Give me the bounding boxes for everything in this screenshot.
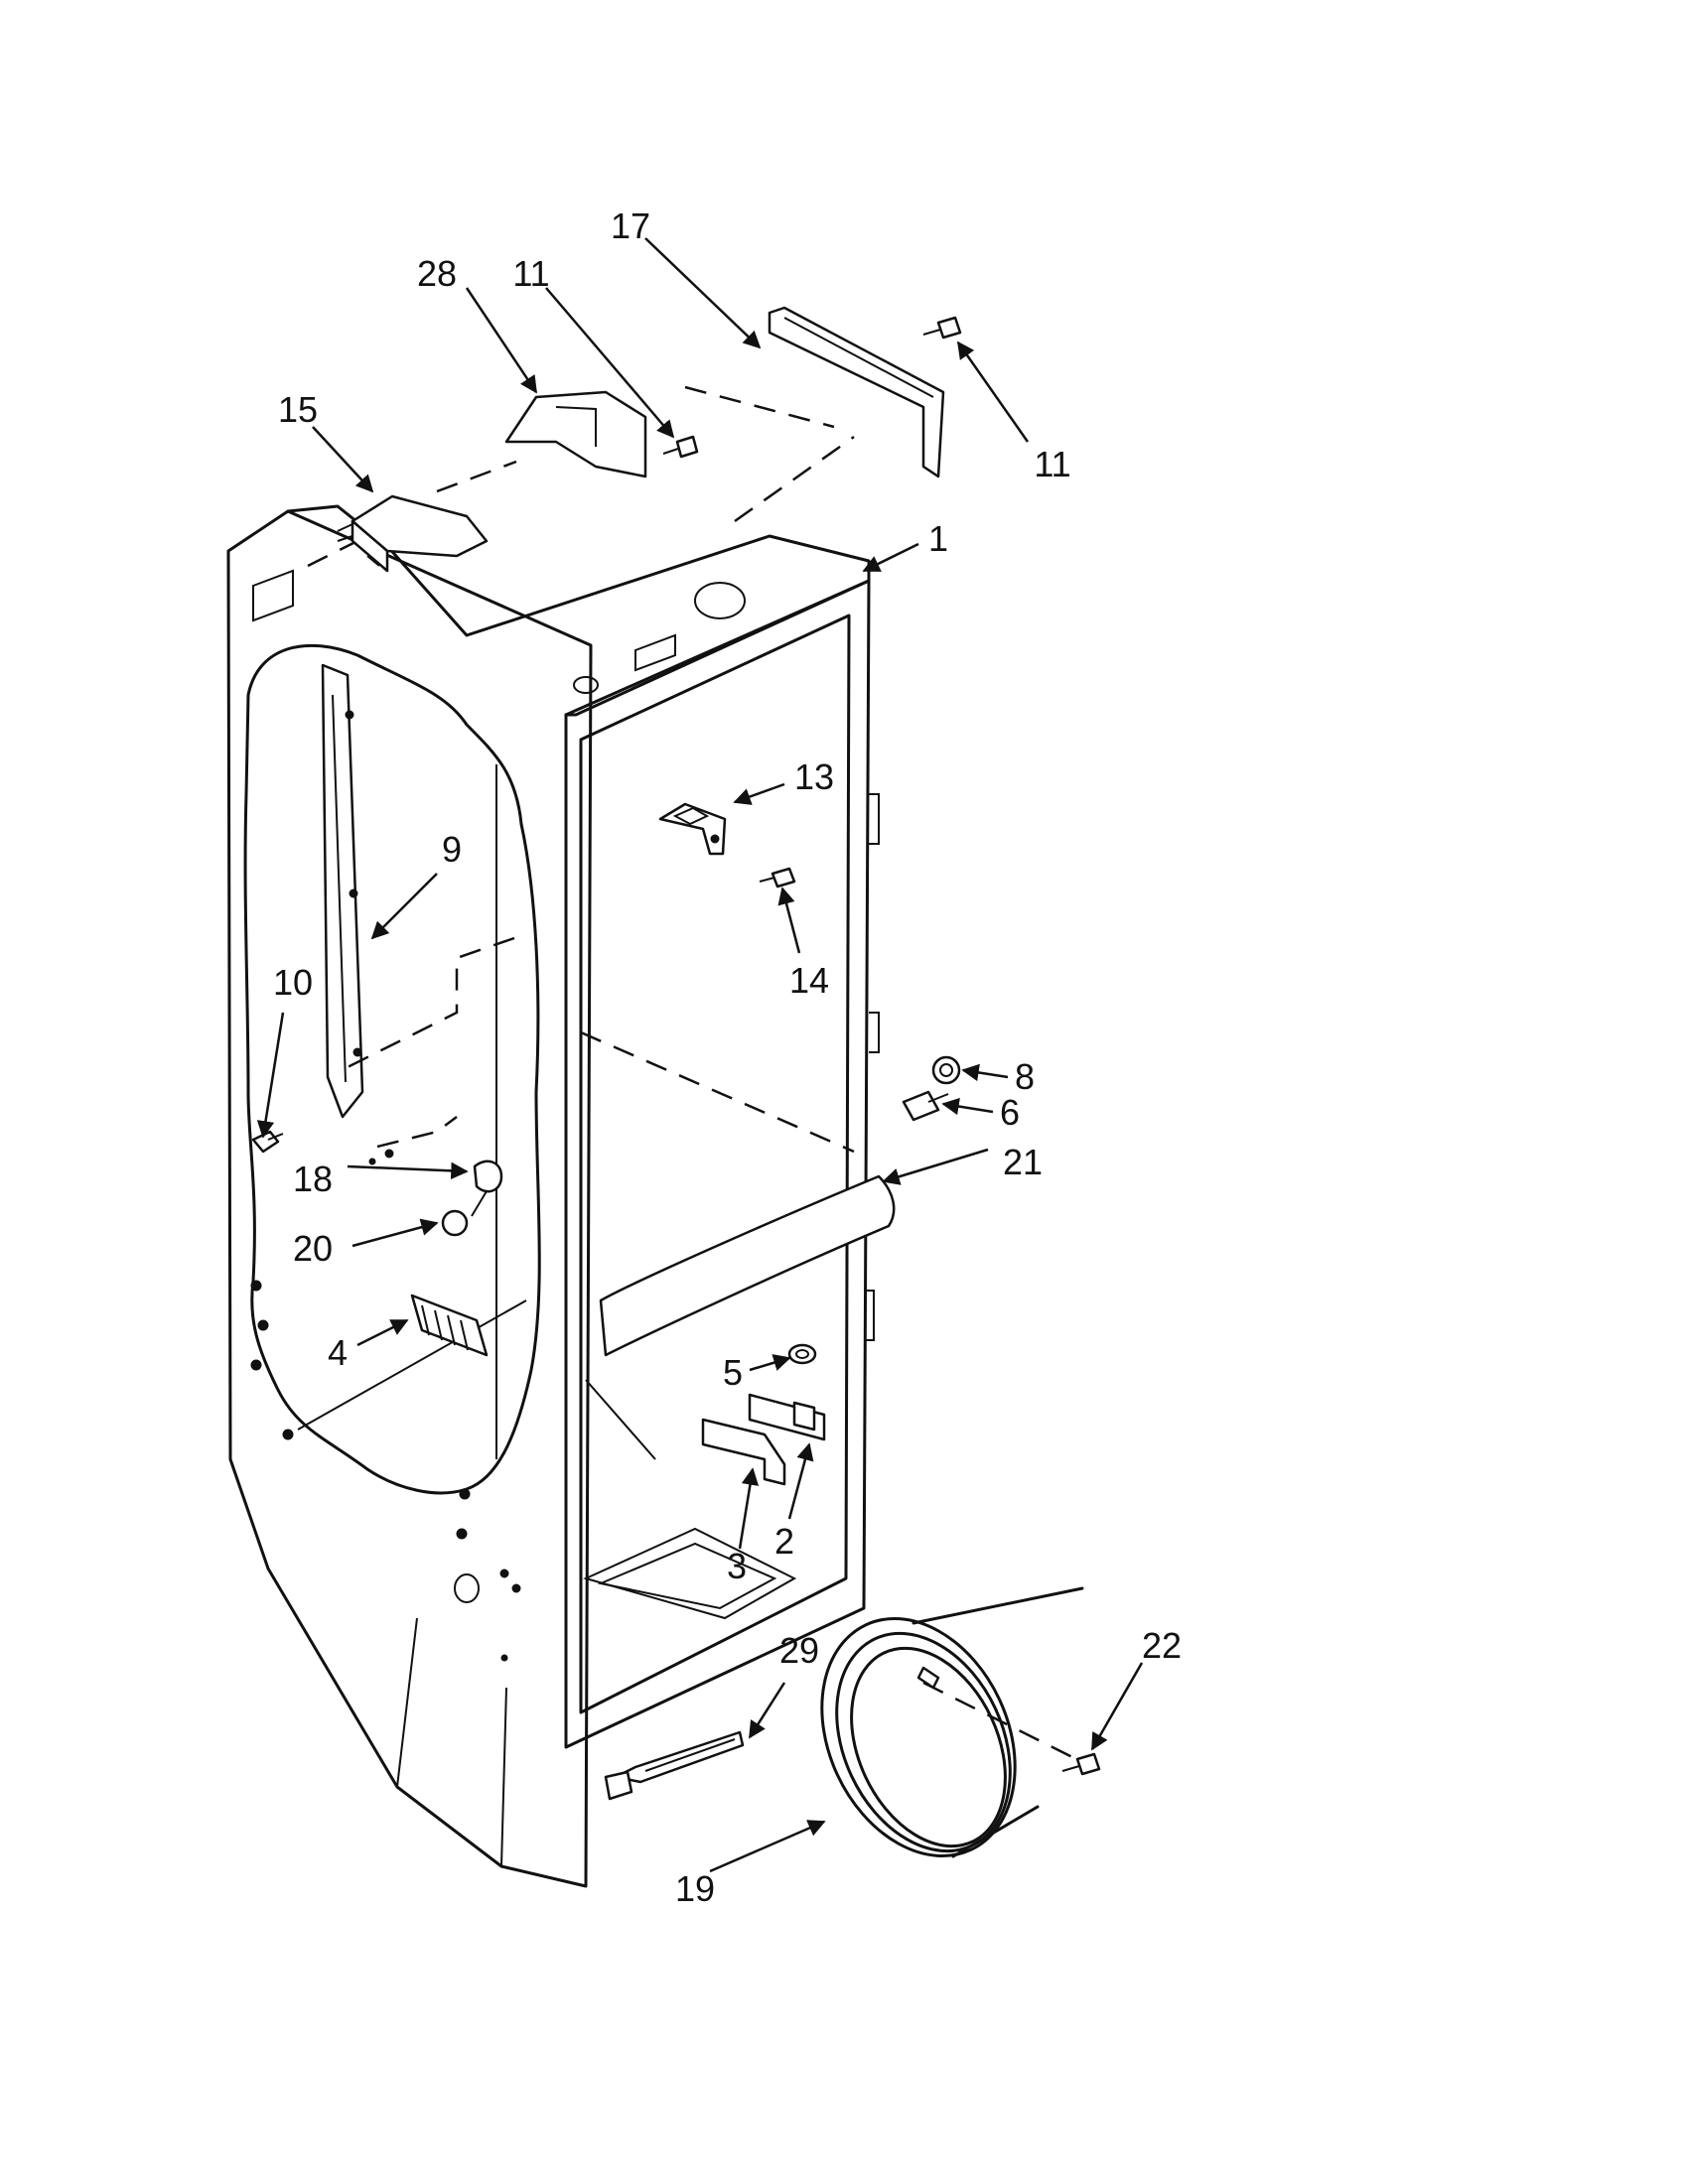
grommet	[787, 1343, 817, 1365]
callout-29: 29	[779, 1630, 819, 1671]
callout-13: 13	[794, 756, 834, 797]
callout-28: 28	[417, 253, 457, 294]
callout-22: 22	[1142, 1625, 1182, 1666]
callout-21: 21	[1003, 1142, 1043, 1182]
control-bracket	[504, 390, 647, 478]
callout-labels: 1 2 3 4 5 6 8 9 10 11 11 13 14 15 17 18 …	[273, 205, 1182, 1909]
light-bulb	[441, 1209, 469, 1237]
crisper-cover	[599, 1174, 896, 1357]
control-housing	[337, 494, 489, 573]
callout-17: 17	[611, 205, 650, 246]
callout-2: 2	[774, 1521, 794, 1562]
callout-19: 19	[675, 1868, 715, 1909]
cable-tie	[604, 1730, 745, 1801]
callout-15: 15	[278, 389, 318, 430]
washer	[931, 1055, 961, 1085]
callout-14: 14	[789, 960, 829, 1001]
mounting-bracket	[658, 802, 727, 856]
callout-9: 9	[442, 829, 462, 870]
callout-10: 10	[273, 962, 313, 1003]
screw-14	[759, 867, 796, 888]
callout-20: 20	[293, 1228, 333, 1269]
callout-11-left: 11	[512, 253, 549, 294]
light-socket	[368, 1149, 503, 1217]
screw-11-left	[662, 435, 699, 459]
callout-4: 4	[328, 1332, 348, 1373]
assembly-lines	[307, 385, 1073, 1759]
callout-5: 5	[723, 1352, 743, 1393]
callout-18: 18	[293, 1159, 333, 1199]
callout-6: 6	[1000, 1092, 1020, 1133]
drain-bracket	[748, 1393, 826, 1441]
shelf-support-rail	[321, 663, 364, 1119]
screw-22	[1061, 1752, 1101, 1776]
cabinet-liner	[226, 504, 880, 1888]
leader-lines	[256, 237, 1144, 1873]
screw-11-right	[922, 316, 962, 340]
screw-10	[251, 1130, 284, 1154]
hinge-screw	[902, 1090, 949, 1122]
air-vent-grille	[410, 1294, 489, 1357]
water-tube-coil	[820, 1586, 1084, 1858]
top-rail	[768, 306, 945, 478]
callout-3: 3	[727, 1546, 747, 1586]
callout-11-right: 11	[1034, 444, 1070, 484]
callout-1: 1	[928, 518, 948, 559]
drain-trough	[701, 1418, 786, 1486]
callout-8: 8	[1015, 1056, 1035, 1097]
